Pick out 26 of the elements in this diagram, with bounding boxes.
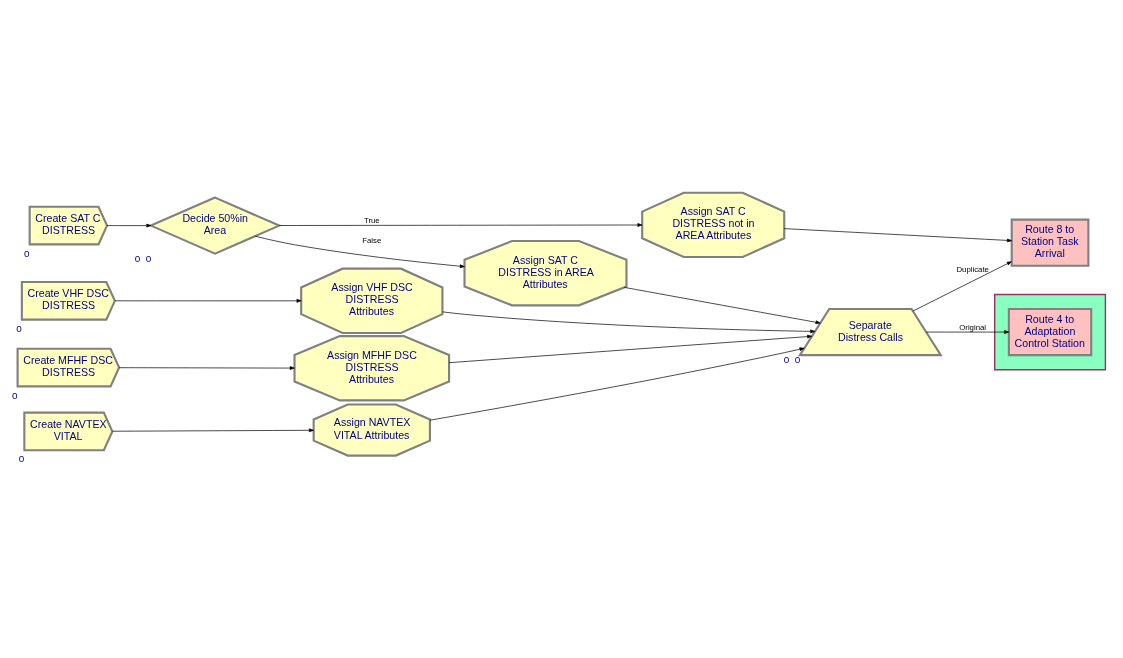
arrow <box>118 366 295 370</box>
node-label: 0 0 <box>134 252 152 264</box>
node-label: 0 <box>16 322 22 334</box>
edge-label: Original <box>959 322 987 332</box>
node-label: 0 <box>18 453 25 465</box>
edge-label: True <box>363 215 380 225</box>
edge-label: False <box>362 235 382 245</box>
arrow <box>112 428 314 433</box>
arrow <box>278 223 643 227</box>
node-box: Route 8 to Station Task Arrival <box>1010 218 1090 267</box>
arrow <box>114 299 302 303</box>
arrow <box>106 223 152 228</box>
arrow <box>448 334 813 364</box>
arrow <box>623 287 821 325</box>
node-box: Route 4 to Adaptation Control Station <box>1007 307 1093 357</box>
arrow <box>429 347 805 421</box>
arrow <box>254 235 465 269</box>
cluster <box>993 293 1107 371</box>
arrow <box>912 261 1012 312</box>
arrow <box>925 330 1010 334</box>
node-label: 0 0 <box>783 354 801 366</box>
arrow <box>442 311 816 334</box>
node-label: 0 <box>11 389 18 401</box>
node-label: 0 <box>23 247 30 259</box>
edge-label: Duplicate <box>956 264 989 274</box>
arrow <box>783 228 1012 243</box>
